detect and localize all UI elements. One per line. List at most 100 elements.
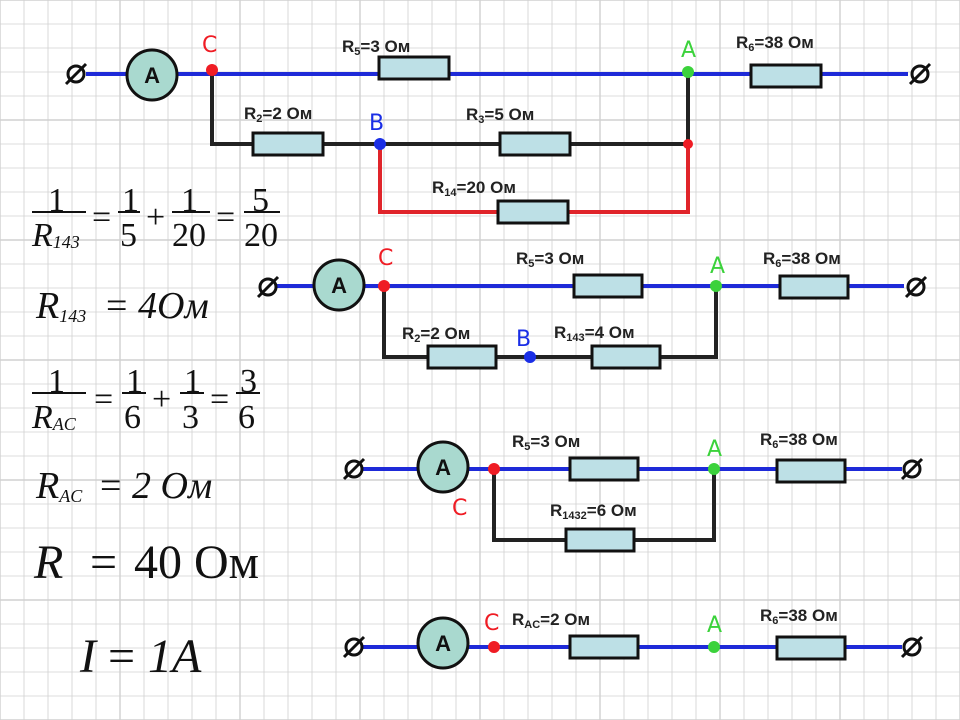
label-r6: R6=38 Ом xyxy=(760,430,838,451)
f4-lhs: RAC xyxy=(35,465,83,507)
label-r5: R5=3 Ом xyxy=(512,432,580,453)
resistor-rac xyxy=(568,634,640,660)
f5-eq: = xyxy=(90,536,117,589)
resistor-r6 xyxy=(749,63,823,89)
f3-t2-num: 1 xyxy=(184,363,201,400)
node-a-dot xyxy=(708,463,720,475)
f6-rhs: 1A xyxy=(148,630,202,683)
f1-lhs-den: R143 xyxy=(31,217,80,254)
node-c-label: C xyxy=(202,33,217,58)
formula-rac-reciprocal: 1 RAC = 1 6 + 1 3 = 3 6 xyxy=(31,363,260,436)
label-r6: R6=38 Ом xyxy=(760,606,838,627)
f5-rhs: 40 Ом xyxy=(134,536,259,589)
label-r14: R14=20 Ом xyxy=(432,178,516,199)
f1-plus: + xyxy=(146,199,165,236)
node-a-label: A xyxy=(681,38,696,63)
ammeter-icon: A xyxy=(416,616,470,670)
circuit-3: A C A R5=3 Ом R6=38 Ом R1432=6 Ом xyxy=(342,430,924,553)
f2-rhs: 4Ом xyxy=(138,285,209,327)
ammeter-icon: A xyxy=(312,258,366,312)
resistor-r14 xyxy=(496,199,570,225)
terminal-left-icon xyxy=(342,457,366,481)
f1-t2-num: 1 xyxy=(181,182,198,219)
node-c-dot xyxy=(206,64,218,76)
label-rac: RAC=2 Ом xyxy=(512,610,590,631)
f1-res-den: 20 xyxy=(244,217,278,254)
resistor-r2 xyxy=(251,131,325,157)
f3-plus: + xyxy=(152,381,171,418)
f6-eq: = xyxy=(108,630,135,683)
resistor-r5 xyxy=(572,273,644,299)
node-c-label: C xyxy=(452,496,467,521)
node-b-label: B xyxy=(516,327,531,352)
resistor-r2 xyxy=(426,344,498,370)
ammeter-icon: A xyxy=(125,48,179,102)
f3-lhs-den: RAC xyxy=(31,399,77,436)
f2-eq: = xyxy=(106,285,127,327)
node-b-dot xyxy=(374,138,386,150)
formula-r143-reciprocal: 1 R143 = 1 5 + 1 20 = 5 20 xyxy=(31,182,280,254)
label-r6: R6=38 Ом xyxy=(763,249,841,270)
circuit-1: A C A B R5=3 Ом R6=38 Ом R2=2 Ом R3=5 Ом… xyxy=(64,33,932,225)
f3-res-num: 3 xyxy=(240,363,257,400)
label-r1432: R1432=6 Ом xyxy=(550,501,637,522)
node-b-label: B xyxy=(369,111,384,136)
f1-lhs-num: 1 xyxy=(48,182,65,219)
f2-lhs: R143 xyxy=(35,285,86,327)
label-r2: R2=2 Ом xyxy=(402,324,470,345)
terminal-left-icon xyxy=(342,635,366,659)
formula-current: I = 1A xyxy=(79,630,202,683)
label-r143: R143=4 Ом xyxy=(554,323,635,344)
resistor-r3 xyxy=(498,131,572,157)
f1-eq2: = xyxy=(216,199,235,236)
node-b-dot xyxy=(524,351,536,363)
node-a-dot xyxy=(710,280,722,292)
resistor-r6 xyxy=(775,458,847,484)
node-a-label: A xyxy=(707,437,722,462)
label-r3: R3=5 Ом xyxy=(466,105,534,126)
ammeter-label: A xyxy=(144,63,160,88)
node-c-dot xyxy=(488,463,500,475)
resistor-r6 xyxy=(775,635,847,661)
terminal-left-icon xyxy=(64,62,88,86)
f3-eq2: = xyxy=(210,381,229,418)
terminal-right-icon xyxy=(900,635,924,659)
formula-total-resistance: R = 40 Ом xyxy=(33,536,259,589)
label-r2: R2=2 Ом xyxy=(244,104,312,125)
f5-lhs: R xyxy=(33,536,63,589)
ammeter-label: A xyxy=(435,455,451,480)
ammeter-label: A xyxy=(435,631,451,656)
terminal-right-icon xyxy=(904,275,928,299)
node-c-label: C xyxy=(378,246,393,271)
resistor-r5 xyxy=(377,55,451,81)
f1-t2-den: 20 xyxy=(172,217,206,254)
circuit-4: A C A RAC=2 Ом R6=38 Ом xyxy=(342,606,924,670)
formula-r143-result: R143 = 4Ом xyxy=(35,285,209,327)
f1-t1-den: 5 xyxy=(120,217,137,254)
label-r5: R5=3 Ом xyxy=(516,249,584,270)
f6-lhs: I xyxy=(79,630,98,683)
node-a-label: A xyxy=(710,254,725,279)
f3-lhs-num: 1 xyxy=(48,363,65,400)
node-c-dot xyxy=(378,280,390,292)
f1-res-num: 5 xyxy=(252,182,269,219)
f3-t1-den: 6 xyxy=(124,399,141,436)
circuit-2-branch-wire xyxy=(382,286,718,359)
resistor-r143 xyxy=(590,344,662,370)
node-a-label: A xyxy=(707,613,722,638)
f1-t1-num: 1 xyxy=(122,182,139,219)
terminal-right-icon xyxy=(900,457,924,481)
ammeter-label: A xyxy=(331,273,347,298)
node-a-dot xyxy=(682,66,694,78)
circuit-2: A C A B R5=3 Ом R6=38 Ом R2=2 Ом R143=4 … xyxy=(256,246,928,370)
terminal-left-icon xyxy=(256,275,280,299)
resistor-r1432 xyxy=(564,527,636,553)
node-c-dot xyxy=(488,641,500,653)
node-a-dot xyxy=(708,641,720,653)
f1-eq1: = xyxy=(92,199,111,236)
ammeter-icon: A xyxy=(416,440,470,494)
formula-rac-result: RAC = 2 Ом xyxy=(35,465,212,507)
terminal-right-icon xyxy=(908,62,932,86)
f4-rhs: 2 Ом xyxy=(132,465,212,507)
